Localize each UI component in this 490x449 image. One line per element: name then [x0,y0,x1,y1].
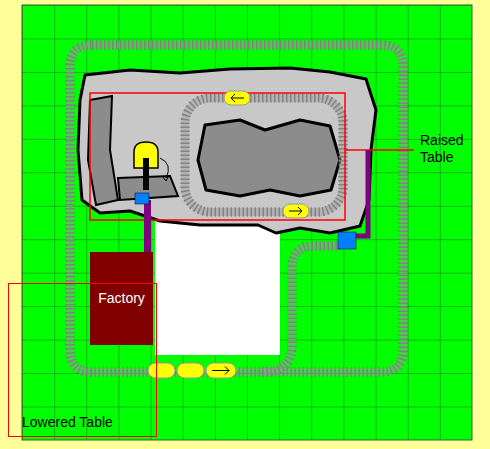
incline-pillar [356,150,368,236]
track-ties [70,45,403,372]
direction-arrow [289,207,302,215]
outer-track [70,45,403,372]
direction-arrow [212,367,229,375]
turn-arrow-head [162,175,169,181]
factory-box: Factory [90,252,153,345]
direction-pill [224,91,250,105]
turn-arrow [160,158,168,178]
rock-strip [88,96,118,205]
lift-block [135,193,149,204]
rock-center [198,120,340,196]
track-rails [70,45,403,372]
direction-arrow [231,94,244,102]
incline-pillar [144,200,151,258]
train-car [177,363,204,378]
roundhouse-track [143,158,149,190]
spur-track [262,246,340,372]
lift-block [338,232,356,249]
node-text: Factory [98,290,145,307]
table-label: Raised Table [420,132,482,166]
train-engine [206,363,236,378]
inner-track [185,98,343,212]
table-outline: Lowered Table [8,283,157,437]
direction-pill [283,204,309,218]
table-hole [155,215,280,355]
raised-table-outline [90,93,345,220]
mountain-area [78,68,376,233]
node-text: Lowered Table [22,414,113,431]
leader-line [345,149,414,151]
track-rails [185,98,343,212]
track-ties [185,98,343,212]
track-ties [262,246,340,372]
train-car [148,363,175,378]
track-rails [262,246,340,372]
grass-grid [22,5,472,440]
